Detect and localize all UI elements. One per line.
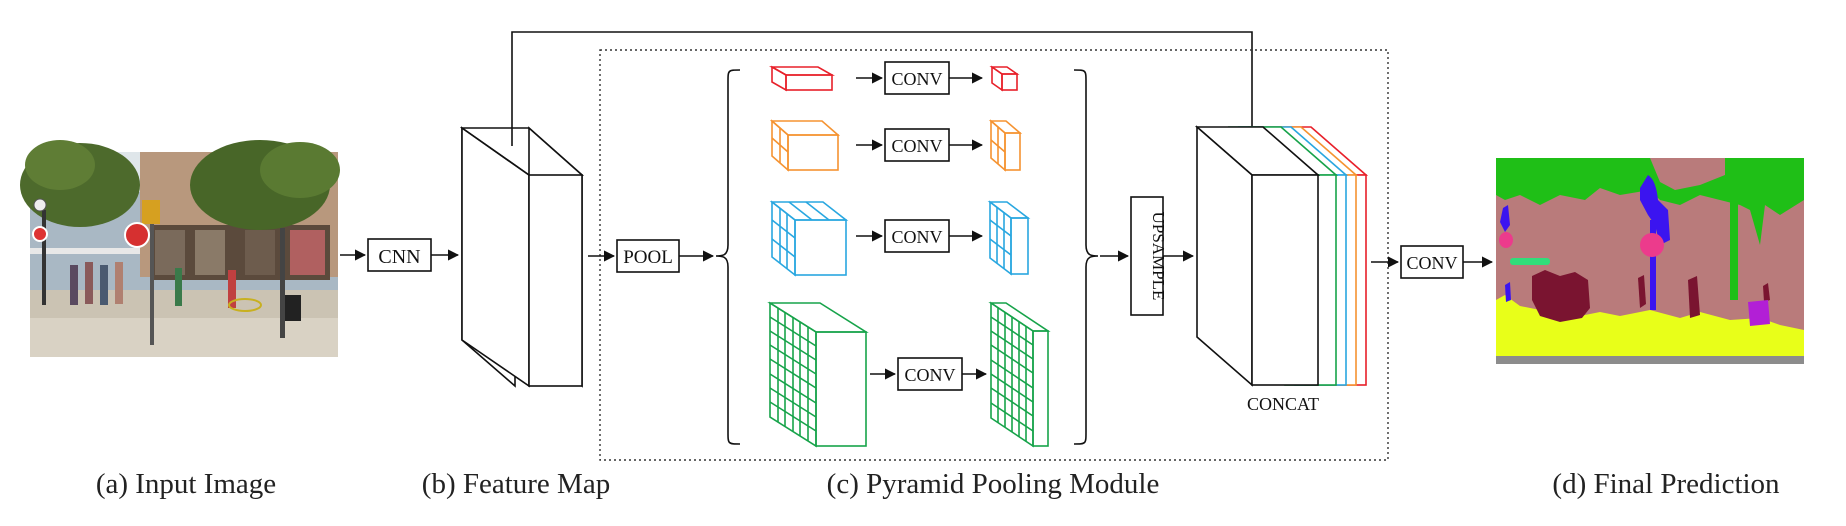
upsample-box: UPSAMPLE bbox=[1130, 196, 1168, 316]
cnn-box: CNN bbox=[367, 238, 432, 272]
conv-label-1: CONV bbox=[891, 69, 942, 89]
caption-final-prediction: (d) Final Prediction bbox=[1552, 468, 1780, 500]
ppm-boundary bbox=[599, 49, 1389, 461]
pool-level-2-orange bbox=[769, 119, 1023, 172]
pool-level-4-green bbox=[767, 301, 1051, 448]
final-conv-label: CONV bbox=[1406, 253, 1457, 273]
input-image bbox=[20, 140, 340, 357]
conv-label-3: CONV bbox=[891, 227, 942, 247]
pool-level-3-blue bbox=[769, 200, 1031, 277]
concat-label: CONCAT bbox=[1247, 394, 1319, 414]
conv-label-2: CONV bbox=[891, 136, 942, 156]
cnn-label: CNN bbox=[378, 246, 420, 268]
final-conv-box: CONV bbox=[1400, 245, 1464, 279]
skip-connection-arrow bbox=[511, 31, 1258, 152]
conv-row-3: CONV bbox=[856, 219, 984, 253]
conv-row-4: CONV bbox=[870, 357, 988, 391]
upsample-label: UPSAMPLE bbox=[1149, 212, 1168, 301]
left-bracket bbox=[715, 69, 741, 445]
right-bracket bbox=[1073, 69, 1099, 445]
concat-block bbox=[1194, 125, 1369, 387]
conv-row-2: CONV bbox=[856, 128, 984, 162]
feature-map-front bbox=[461, 126, 583, 388]
conv-row-1: CONV bbox=[856, 61, 984, 95]
pool-label: POOL bbox=[623, 247, 673, 268]
caption-feature-map: (b) Feature Map bbox=[421, 468, 611, 500]
final-prediction-map bbox=[1496, 158, 1804, 364]
pool-box: POOL bbox=[616, 239, 680, 273]
conv-label-4: CONV bbox=[904, 365, 955, 385]
caption-input-image: (a) Input Image bbox=[95, 468, 277, 500]
pool-level-1-red bbox=[768, 65, 1020, 92]
caption-pyramid-pooling: (c) Pyramid Pooling Module bbox=[826, 468, 1160, 500]
